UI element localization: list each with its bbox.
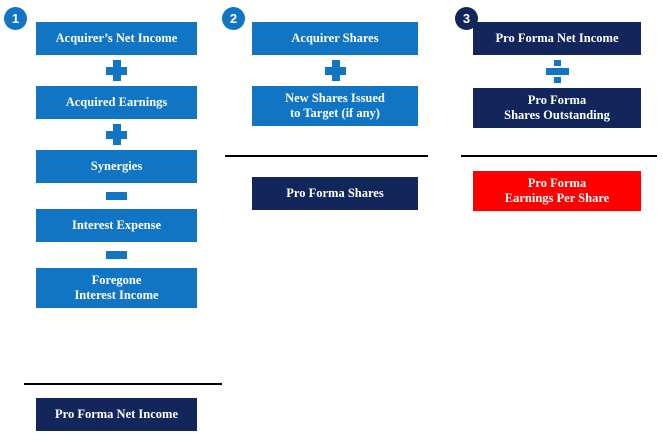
- operator-plus-2: [36, 119, 197, 150]
- division-bar: [545, 68, 569, 75]
- column-2-stack: Acquirer Shares New Shares Issued to Tar…: [252, 22, 418, 126]
- box-new-shares-issued: New Shares Issued to Target (if any): [252, 86, 418, 126]
- box-label: Acquirer Shares: [291, 31, 379, 46]
- division-dot-top: [553, 60, 561, 66]
- column-1-stack: Acquirer’s Net Income Acquired Earnings …: [36, 22, 197, 308]
- box-label-line-1: New Shares Issued: [285, 91, 385, 106]
- column-3-stack: Pro Forma Net Income Pro Forma Shares Ou…: [473, 22, 641, 128]
- column-3-total-rule: [461, 155, 657, 157]
- box-label-line-2: to Target (if any): [290, 106, 380, 120]
- division-sign-icon: [545, 60, 569, 83]
- box-acquirer-shares: Acquirer Shares: [252, 22, 418, 55]
- box-label: Pro Forma Shares: [286, 186, 384, 201]
- operator-divide: [473, 55, 641, 88]
- box-foregone-interest-income: Foregone Interest Income: [36, 268, 197, 308]
- box-label: New Shares Issued to Target (if any): [285, 91, 385, 121]
- column-2-result: Pro Forma Shares: [252, 177, 418, 210]
- plus-sign-icon: [106, 60, 127, 81]
- box-synergies: Synergies: [36, 150, 197, 183]
- operator-minus-1: [36, 183, 197, 209]
- minus-sign-icon: [106, 192, 127, 200]
- box-label: Pro Forma Net Income: [55, 407, 178, 422]
- minus-sign-icon: [106, 251, 127, 259]
- horizontal-rule: [461, 155, 657, 157]
- plus-sign-icon: [106, 124, 127, 145]
- box-label: Synergies: [90, 159, 143, 174]
- horizontal-rule: [225, 155, 428, 157]
- box-label: Pro Forma Net Income: [495, 31, 619, 46]
- column-1-total-rule: [24, 383, 222, 385]
- box-label-line-1: Pro Forma: [527, 176, 587, 191]
- operator-plus-3: [252, 55, 418, 86]
- box-pro-forma-shares-outstanding: Pro Forma Shares Outstanding: [473, 88, 641, 128]
- box-label-line-1: Foregone: [91, 273, 142, 288]
- division-dot-bottom: [553, 77, 561, 83]
- box-label: Acquirer’s Net Income: [55, 31, 178, 46]
- box-pro-forma-earnings-per-share: Pro Forma Earnings Per Share: [473, 171, 641, 211]
- operator-plus-1: [36, 55, 197, 86]
- box-interest-expense: Interest Expense: [36, 209, 197, 242]
- plus-sign-icon: [324, 60, 346, 81]
- step-badge-2: 2: [222, 7, 245, 30]
- column-1-result: Pro Forma Net Income: [36, 398, 197, 431]
- box-acquirers-net-income: Acquirer’s Net Income: [36, 22, 197, 55]
- box-label-line-2: Interest Income: [74, 288, 159, 302]
- horizontal-rule: [24, 383, 222, 385]
- box-pro-forma-net-income-input: Pro Forma Net Income: [473, 22, 641, 55]
- step-badge-3: 3: [455, 7, 478, 30]
- box-label: Interest Expense: [71, 218, 161, 233]
- column-2-total-rule: [225, 155, 428, 157]
- box-pro-forma-net-income: Pro Forma Net Income: [36, 398, 197, 431]
- column-3-result: Pro Forma Earnings Per Share: [473, 171, 641, 211]
- box-label: Pro Forma Earnings Per Share: [505, 176, 609, 206]
- box-label-line-1: Pro Forma: [527, 93, 587, 108]
- operator-minus-2: [36, 242, 197, 268]
- box-label: Pro Forma Shares Outstanding: [504, 93, 610, 123]
- box-pro-forma-shares: Pro Forma Shares: [252, 177, 418, 210]
- box-acquired-earnings: Acquired Earnings: [36, 86, 197, 119]
- box-label: Acquired Earnings: [65, 95, 168, 110]
- box-label-line-2: Shares Outstanding: [504, 108, 610, 122]
- box-label-line-2: Earnings Per Share: [504, 191, 610, 205]
- box-label: Foregone Interest Income: [74, 273, 158, 303]
- step-badge-1: 1: [4, 7, 27, 30]
